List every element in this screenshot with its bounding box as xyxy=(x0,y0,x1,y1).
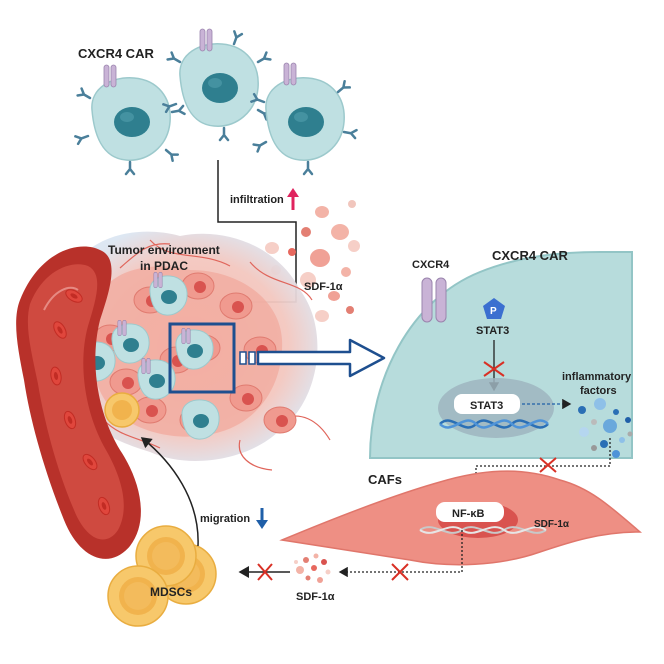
stat3-inhibit-mark xyxy=(483,361,505,377)
sdf1a-bottom-label: SDF-1α xyxy=(296,591,335,603)
tumor-environment-label-line2: in PDAC xyxy=(140,259,188,273)
factors-to-caf-arrow xyxy=(470,438,611,502)
car-t-cell-1 xyxy=(74,64,186,176)
phospho-label: P xyxy=(490,306,497,317)
cxcr4-label: CXCR4 xyxy=(412,259,450,271)
migration-arrow xyxy=(140,437,199,547)
caf-to-sdf1a-arrow xyxy=(338,530,463,578)
infiltration-label: infiltration xyxy=(230,194,284,206)
stat3-upper-label: STAT3 xyxy=(476,325,509,337)
sdf1a-cloud-top xyxy=(265,200,360,322)
cxcr4-car-top-label: CXCR4 CAR xyxy=(78,46,154,61)
stat3-nucleus-box xyxy=(454,394,520,414)
migration-down-arrow xyxy=(256,508,268,529)
mdsc-inhibit-mark xyxy=(257,563,273,581)
blood-vessel xyxy=(16,246,141,559)
factors-inhibit-mark xyxy=(539,457,557,473)
car-t-cell-3 xyxy=(250,62,358,176)
inflammatory-factor-dots xyxy=(578,398,633,458)
sdf1a-top-label: SDF-1α xyxy=(304,281,343,293)
zoom-box xyxy=(168,322,236,394)
migration-label: migration xyxy=(200,513,250,525)
sdf1a-cloud-bottom xyxy=(294,553,331,583)
cafs-label: CAFs xyxy=(368,472,402,487)
nfkb-label: NF-κB xyxy=(452,508,484,520)
stat3-nucleus-label: STAT3 xyxy=(470,400,503,412)
cxcr4-receptor xyxy=(421,277,447,323)
inflammatory-label-line2: factors xyxy=(580,385,617,397)
cxcr4-car-right-label: CXCR4 CAR xyxy=(492,248,568,263)
caf-sdf1a-label: SDF-1α xyxy=(534,519,570,530)
mdsc-in-vessel xyxy=(104,392,140,428)
zoom-arrow xyxy=(239,338,386,378)
tumor-environment-label-line1: Tumor environment xyxy=(108,243,220,257)
caf-sdf1a-inhibit-mark xyxy=(391,563,409,581)
phospho-pentagon xyxy=(483,298,505,319)
inflammatory-label-line1: inflammatory xyxy=(562,371,632,383)
nfkb-box xyxy=(436,502,504,522)
infiltration-up-arrow xyxy=(287,188,299,210)
mdscs-label: MDSCs xyxy=(150,585,192,599)
car-t-cell-2 xyxy=(162,28,272,142)
dna-helix xyxy=(439,419,549,429)
caf-dna xyxy=(419,526,547,534)
